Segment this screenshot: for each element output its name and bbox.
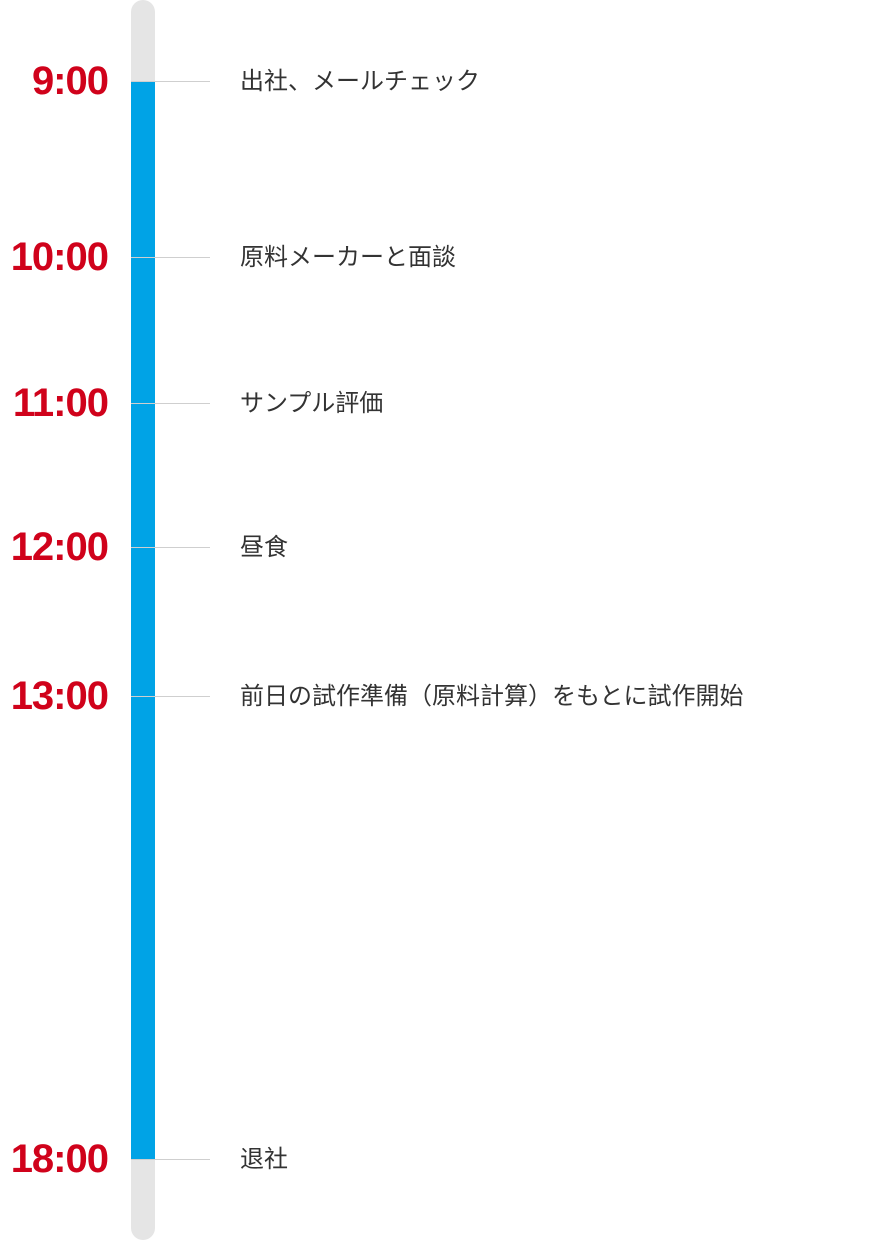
timeline-tick-1100 — [131, 403, 210, 404]
time-label-1200: 12:00 — [10, 525, 109, 569]
timeline-tick-1000 — [131, 257, 210, 258]
time-label-1000: 10:00 — [10, 235, 109, 279]
time-label-1800: 18:00 — [10, 1137, 109, 1181]
event-label-supplier-meeting: 原料メーカーと面談 — [240, 243, 456, 271]
timeline-tick-1800 — [131, 1159, 210, 1160]
event-label-prototype-start: 前日の試作準備（原料計算）をもとに試作開始 — [240, 682, 744, 710]
event-label-lunch: 昼食 — [240, 533, 288, 561]
time-label-1300: 13:00 — [10, 674, 109, 718]
event-label-sample-evaluation: サンプル評価 — [240, 389, 384, 417]
event-label-leave: 退社 — [240, 1145, 288, 1173]
timeline-tick-1300 — [131, 696, 210, 697]
timeline-tick-1200 — [131, 547, 210, 548]
timeline-tick-0900 — [131, 81, 210, 82]
event-label-arrival: 出社、メールチェック — [240, 67, 480, 95]
time-label-1100: 11:00 — [12, 381, 109, 425]
timeline-active-bar — [131, 81, 155, 1159]
time-label-0900: 9:00 — [31, 59, 109, 103]
